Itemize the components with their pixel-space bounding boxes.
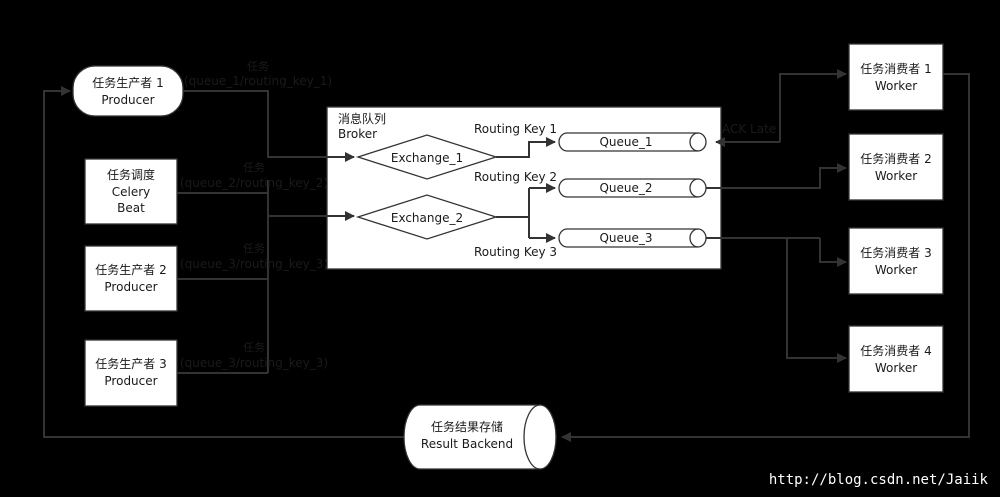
edge-exchange1-queue1 bbox=[496, 137, 556, 158]
producer-3-subtitle: Producer bbox=[104, 374, 157, 388]
producer-3-title: 任务生产者 3 bbox=[95, 356, 166, 371]
queue-2-label: Queue_2 bbox=[599, 181, 652, 195]
worker-4-node bbox=[848, 325, 944, 393]
celery-beat-line2: Celery bbox=[112, 185, 151, 199]
celery-beat-title: 任务调度 bbox=[107, 167, 155, 182]
edge-4-detail: (queue_3/routing_key_3) bbox=[180, 356, 328, 370]
producer-1-subtitle: Producer bbox=[101, 93, 154, 107]
worker-3-node bbox=[848, 227, 944, 295]
edge-3-title: 任务 bbox=[243, 242, 265, 255]
edge-2-detail: (queue_2/routing_key_2) bbox=[180, 176, 328, 190]
worker-3-title: 任务消费者 3 bbox=[860, 245, 931, 260]
celery-beat-node bbox=[84, 158, 178, 225]
edge-producer1-exchange1 bbox=[183, 90, 355, 162]
worker-4-subtitle: Worker bbox=[875, 361, 917, 375]
edge-1-title: 任务 bbox=[247, 60, 269, 73]
routing-key-1-label: Routing Key 1 bbox=[474, 122, 557, 136]
result-backend-title: 任务结果存储 bbox=[431, 419, 503, 434]
worker-1-title: 任务消费者 1 bbox=[860, 61, 931, 76]
producer-1-title: 任务生产者 1 bbox=[92, 75, 163, 90]
ack-late-label: ACK Late bbox=[722, 122, 776, 136]
result-backend-subtitle: Result Backend bbox=[421, 437, 513, 451]
worker-1-subtitle: Worker bbox=[875, 79, 917, 93]
worker-2-subtitle: Worker bbox=[875, 169, 917, 183]
queue-3-node bbox=[558, 228, 707, 248]
edge-worker-to-backend bbox=[561, 73, 970, 442]
producer-3-node bbox=[84, 339, 178, 407]
celery-beat-line3: Beat bbox=[117, 201, 145, 215]
worker-2-title: 任务消费者 2 bbox=[860, 151, 931, 166]
producer-1-node bbox=[72, 65, 184, 117]
watermark-text: http://blog.csdn.net/Jaiik bbox=[769, 472, 989, 488]
edge-queue1-worker1 bbox=[779, 69, 847, 142]
queue-1-node bbox=[558, 132, 707, 152]
worker-2-node bbox=[848, 133, 944, 201]
producer-2-title: 任务生产者 2 bbox=[95, 262, 166, 277]
exchange-2-label: Exchange_2 bbox=[391, 211, 463, 225]
edge-queue3-worker4 bbox=[786, 238, 847, 363]
result-backend-node bbox=[403, 404, 557, 470]
broker-subtitle: Broker bbox=[338, 127, 377, 141]
edge-backend-to-producer1 bbox=[43, 86, 404, 438]
worker-3-subtitle: Worker bbox=[875, 263, 917, 277]
edge-queue3-worker3 bbox=[819, 238, 847, 267]
edge-4-title: 任务 bbox=[243, 341, 265, 354]
routing-key-2-label: Routing Key 2 bbox=[474, 170, 557, 184]
queue-1-label: Queue_1 bbox=[599, 135, 652, 149]
edge-3-detail: (queue_3/routing_key_3) bbox=[180, 257, 328, 271]
edge-queue2-worker2 bbox=[706, 163, 847, 189]
worker-1-node bbox=[848, 43, 944, 111]
broker-title: 消息队列 bbox=[338, 111, 386, 126]
worker-4-title: 任务消费者 4 bbox=[860, 343, 931, 358]
producer-2-subtitle: Producer bbox=[104, 280, 157, 294]
edge-2-title: 任务 bbox=[243, 161, 265, 174]
routing-key-3-label: Routing Key 3 bbox=[474, 245, 557, 259]
producer-2-node bbox=[84, 245, 178, 312]
queue-3-label: Queue_3 bbox=[599, 231, 652, 245]
edge-1-detail: (queue_1/routing_key_1) bbox=[184, 74, 332, 88]
exchange-1-label: Exchange_1 bbox=[391, 151, 463, 165]
queue-2-node bbox=[558, 178, 707, 198]
